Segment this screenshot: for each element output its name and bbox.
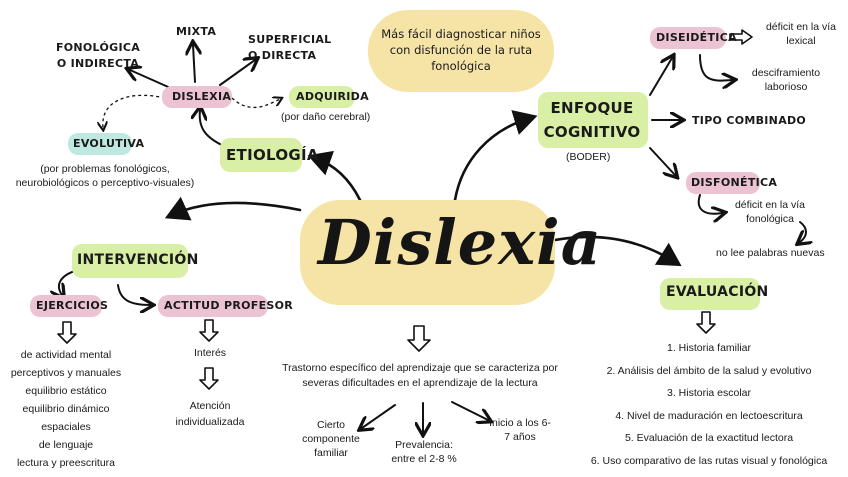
evaluacion-label: EVALUACIÓN [666, 284, 769, 300]
list-item: perceptivos y manuales [10, 367, 122, 379]
callout-text: Más fácil diagnosticar niños con disfunc… [381, 27, 541, 73]
adquirida-highlight [289, 86, 355, 108]
actitud-atencion: Atención individualizada [175, 400, 245, 428]
enfoque-sub: (BODER) [566, 151, 611, 163]
diseidetica-highlight [650, 27, 726, 49]
actitud-highlight [158, 295, 268, 317]
ejercicios-label: EJERCICIOS [36, 299, 109, 312]
list-item: 2. Análisis del ámbito de la salud y evo… [606, 364, 812, 377]
list-item: espaciales [41, 421, 91, 433]
disfonetica-nuevas: no lee palabras nuevas [716, 247, 825, 259]
list-item: lectura y preescritura [16, 457, 116, 469]
list-item: 1. Historia familiar [666, 342, 752, 354]
enfoque-highlight [538, 92, 648, 148]
evaluacion-list: 1. Historia familiar 2. Análisis del ámb… [576, 337, 842, 472]
type-fonologica: FONOLÓGICA O INDIRECTA [55, 41, 141, 70]
disfonetica-label: DISFONÉTICA [691, 176, 778, 189]
intervencion-highlight [72, 244, 188, 278]
adquirida-note: (por daño cerebral) [281, 111, 371, 123]
diseidetica-deficit: déficit en la vía lexical [765, 21, 837, 47]
intervencion-label: INTERVENCIÓN [77, 252, 199, 268]
main-title: Dislexia [318, 206, 602, 279]
list-item: equilibrio estático [25, 385, 107, 397]
enfoque-label: ENFOQUE COGNITIVO [543, 99, 641, 141]
actitud-interes: Interés [193, 347, 227, 359]
dislexia-node: DISLEXIA [172, 90, 232, 103]
list-item: 5. Evaluación de la exactitud lectora [624, 432, 794, 444]
definicion-prevalencia: Prevalencia: entre el 2-8 % [391, 439, 457, 465]
disfonetica-highlight [686, 172, 760, 194]
ejercicios-list: de actividad mental perceptivos y manual… [6, 346, 126, 472]
list-item: 4. Nivel de maduración en lectoescritura [615, 409, 803, 422]
callout-highlight [368, 10, 554, 92]
definicion-text: Trastorno específico del aprendizaje que… [282, 362, 558, 389]
list-item: de lenguaje [38, 439, 94, 451]
type-mixta: MIXTA [176, 25, 217, 38]
type-evolutiva: EVOLUTIVA [73, 137, 145, 150]
list-item: 6. Uso comparativo de las rutas visual y… [590, 454, 828, 467]
evolutiva-note: (por problemas fonológicos, neurobiológi… [15, 163, 195, 189]
etiologia-label: ETIOLOGÍA [226, 146, 319, 164]
etiologia-highlight [220, 138, 302, 172]
evolutiva-highlight [68, 133, 132, 155]
actitud-label: ACTITUD PROFESOR [164, 299, 294, 312]
combinado-label: TIPO COMBINADO [692, 114, 807, 127]
list-item: 3. Historia escolar [666, 387, 752, 399]
dislexia-node-highlight [162, 86, 232, 108]
definicion-familiar: Cierto componente familiar [302, 419, 360, 459]
definicion-inicio: Inicio a los 6-7 años [489, 417, 551, 443]
list-item: de actividad mental [20, 349, 112, 361]
evaluacion-highlight [660, 278, 760, 310]
type-superficial: SUPERFICIAL O DIRECTA [248, 33, 332, 62]
diseidetica-desciframiento: desciframiento laborioso [751, 67, 821, 93]
title-highlight [300, 200, 555, 305]
ejercicios-highlight [30, 295, 102, 317]
disfonetica-deficit: déficit en la vía fonológica [734, 199, 806, 225]
list-item: equilibrio dinámico [22, 403, 110, 415]
diseidetica-label: DISEIDÉTICA [656, 31, 737, 44]
type-adquirida: ADQUIRIDA [296, 90, 369, 103]
